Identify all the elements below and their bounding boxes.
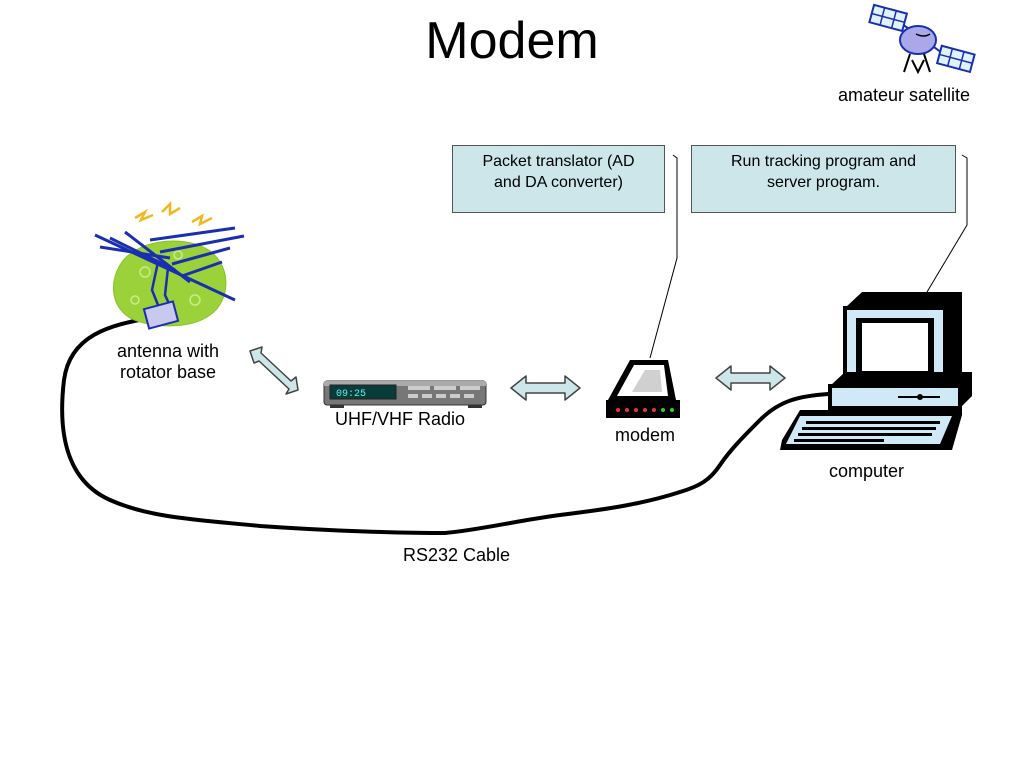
callout-packet-translator: Packet translator (AD and DA converter) [452,145,665,213]
rs232-cable [60,316,830,536]
double-arrow-icon [510,375,581,401]
callout-leader-computer [926,154,968,293]
computer-icon [780,292,972,450]
callout-tracking-line-1: Run tracking program and [731,153,916,170]
label-modem: modem [615,425,676,445]
slide-title: Modem [425,12,599,70]
satellite-icon [868,3,976,75]
callout-tracking-line-2: server program. [767,174,880,191]
label-computer: computer [829,461,905,481]
double-arrow-icon [249,346,299,395]
callout-packet-line-2: and DA converter) [494,174,623,191]
radio-display-time: 09:25 [336,389,366,400]
label-rs232-cable: RS232 Cable [403,545,511,565]
callout-packet-line-1: Packet translator (AD [482,153,635,170]
label-satellite: amateur satellite [838,85,971,105]
callout-leader-modem [649,154,678,359]
callout-tracking-program: Run tracking program and server program. [691,145,956,213]
label-antenna-line-1: antenna with [116,341,220,361]
double-arrow-icon [715,365,786,391]
radio-icon [323,380,487,408]
label-radio: UHF/VHF Radio [335,409,466,429]
label-antenna-line-2: rotator base [119,362,217,382]
antenna-icon [94,200,245,330]
modem-icon [606,360,680,418]
label-antenna: antenna with rotator base [100,341,236,383]
